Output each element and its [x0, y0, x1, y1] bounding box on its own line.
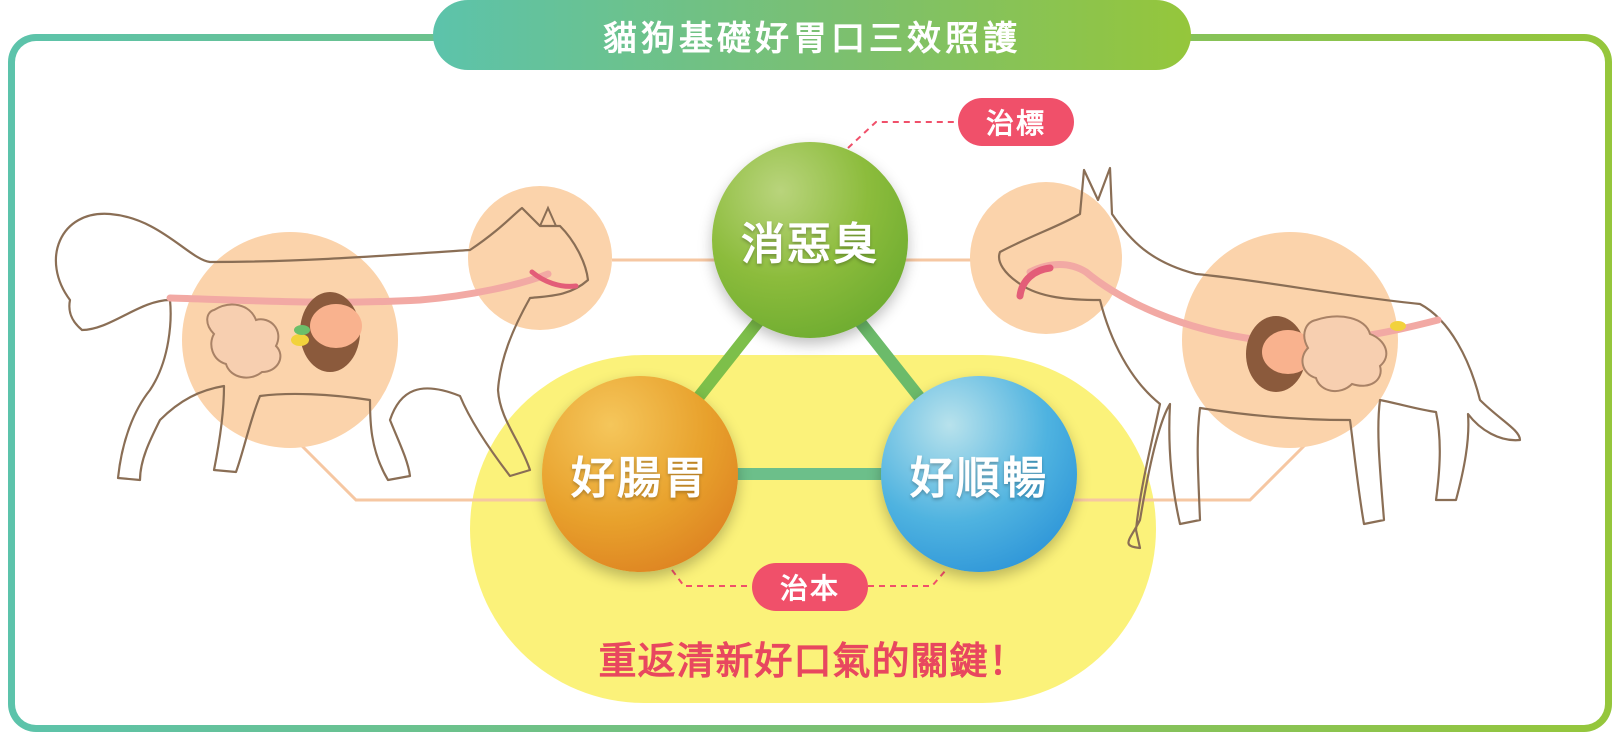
diagram-title: 貓狗基礎好胃口三效照護	[433, 0, 1191, 70]
dog-illustration	[970, 166, 1522, 550]
node-gut-health: 好腸胃	[542, 376, 738, 572]
triangle-connections	[684, 316, 934, 480]
node-smooth-digestion: 好順暢	[881, 376, 1077, 572]
tag-treat-symptom: 治標	[958, 98, 1074, 146]
tag-treat-root: 治本	[752, 563, 868, 611]
tag-connectors	[671, 121, 958, 587]
cat-illustration	[54, 186, 612, 482]
dog-mouth-zoom	[970, 182, 1122, 334]
slogan-text: 重返清新好口氣的關鍵！	[598, 639, 1028, 683]
animal-connectors	[298, 258, 1312, 502]
cat-mouth-zoom	[468, 186, 612, 330]
cat-belly-zoom	[182, 232, 398, 448]
node-deodorize: 消惡臭	[712, 142, 908, 338]
